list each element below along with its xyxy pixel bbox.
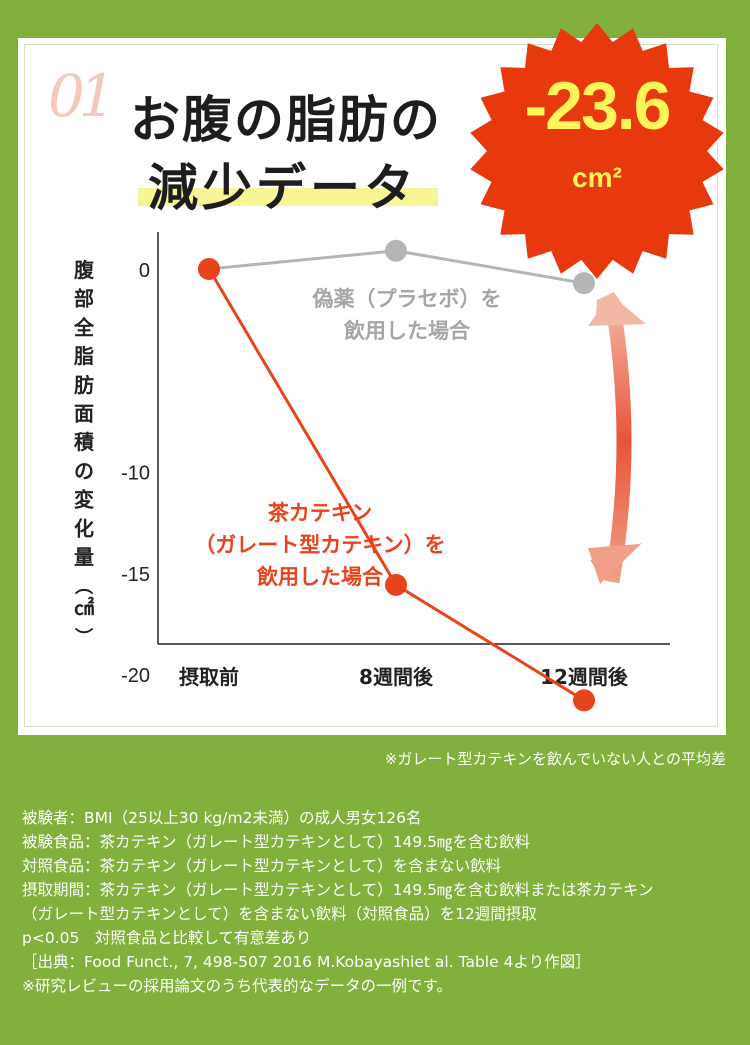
y-tick-label: 0 (139, 260, 150, 282)
data-point (198, 258, 220, 280)
data-point (573, 272, 595, 295)
placebo-label-line: 飲用した場合 (343, 319, 471, 343)
series (198, 239, 595, 712)
y-axis-label-char: 面 (74, 402, 94, 426)
data-point (573, 689, 595, 712)
starburst-badge (470, 23, 724, 279)
catechin-label-line: 茶カテキン (268, 501, 372, 525)
note-line: p<0.05 対照食品と比較して有意差あり (22, 929, 312, 947)
x-tick-label: 12週間後 (540, 665, 629, 689)
note-line: 被験者：BMI（25以上30 kg/m2未満）の成人男女126名 (22, 809, 422, 827)
badge-shape (470, 23, 724, 279)
y-axis-label-char: 脂 (74, 344, 94, 368)
catechin-label-line: 飲用した場合 (256, 565, 384, 589)
y-axis-label-char: 積 (74, 430, 95, 454)
badge-value: -23.6 (524, 68, 672, 144)
catechin-label-line: （ガレート型カテキン）を (194, 533, 445, 557)
y-axis-label-char: ㎠ (74, 596, 94, 620)
y-axis-label-char: 変 (74, 488, 94, 512)
y-axis-label-char: 全 (73, 315, 95, 339)
x-tick-label: 8週間後 (359, 665, 434, 689)
badge-unit: cm² (572, 162, 622, 193)
y-axis-label-char: 部 (74, 287, 94, 311)
footnote: ※ガレート型カテキンを飲んでいない人との平均差 (384, 750, 726, 768)
y-axis-label-char: ） (72, 627, 93, 645)
placebo-label-line: 偽薬（プラセボ）を (312, 287, 502, 311)
difference-arrow (588, 292, 646, 584)
data-point (385, 573, 407, 596)
note-line: 対照食品：茶カテキン（ガレート型カテキンとして）を含まない飲料 (22, 857, 502, 875)
y-tick-label: -20 (121, 665, 150, 687)
y-ticks: 0 -10 -15 -20 (121, 260, 150, 687)
y-axis-label-char: 量 (74, 545, 94, 569)
x-tick-label: 摂取前 (179, 665, 239, 689)
note-line: 被験食品：茶カテキン（ガレート型カテキンとして）149.5㎎を含む飲料 (22, 833, 530, 851)
y-axis-label-char: の (74, 459, 94, 483)
heading-highlight (138, 188, 438, 206)
card-border (24, 44, 718, 727)
arrow-head-bottom-main (588, 544, 640, 584)
heading-line2: 減少データ (148, 159, 418, 217)
note-line: ［出典：Food Funct., 7, 498-507 2016 M.Kobay… (22, 953, 591, 971)
y-axis-label-char: （ (72, 577, 93, 595)
arrow-head-top-main (588, 294, 646, 326)
y-axis-label-char: 肪 (74, 373, 94, 397)
axes (157, 232, 670, 645)
y-axis-label-char: 化 (74, 516, 94, 540)
heading-line1: お腹の脂肪の (130, 91, 442, 149)
note-line: 摂取期間：茶カテキン（ガレート型カテキンとして）149.5㎎を含む飲料または茶カ… (22, 881, 654, 899)
x-ticks: 摂取前 8週間後 12週間後 (179, 665, 629, 689)
data-point (385, 239, 407, 262)
arrow-shaft (604, 298, 632, 584)
study-notes: 被験者：BMI（25以上30 kg/m2未満）の成人男女126名 被験食品：茶カ… (22, 806, 738, 998)
y-axis-label-char: 腹 (74, 258, 95, 282)
note-line: ※研究レビューの採用論文のうち代表的なデータの一例です。 (22, 977, 452, 995)
note-line: （ガレート型カテキンとして）を含まない飲料（対照食品）を12週間摂取 (22, 905, 537, 923)
y-tick-label: -15 (121, 564, 150, 586)
heading-number: 01 (48, 62, 116, 130)
y-tick-label: -10 (121, 463, 150, 485)
